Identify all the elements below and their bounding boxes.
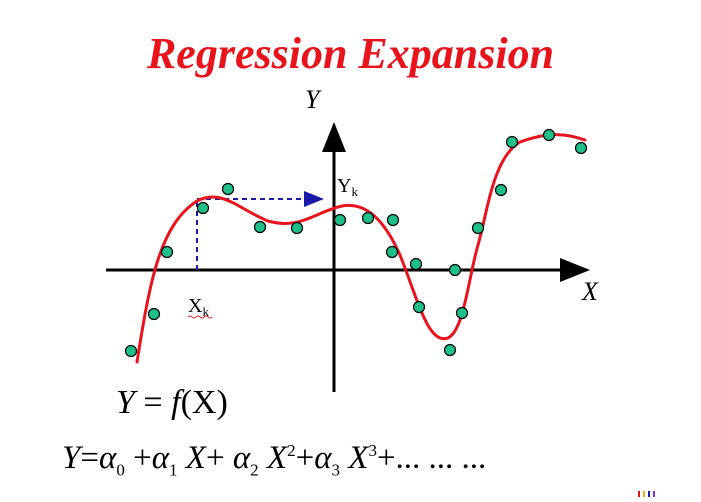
data-point [196,201,210,215]
data-point [542,128,556,142]
data-point [471,221,485,235]
equation-function: Y = f(X) [116,384,228,421]
data-point [124,344,138,358]
page-title: Regression Expansion [146,29,555,78]
data-point [505,135,519,149]
corner-decoration [638,484,662,497]
xk-spell-underline [187,315,213,319]
data-point [361,211,375,225]
data-point [333,213,347,227]
data-point [253,220,267,234]
xk-label: Xk [188,295,209,319]
data-point [494,183,508,197]
data-point [290,221,304,235]
data-point [147,307,161,321]
data-point [412,300,426,314]
data-point [385,245,399,259]
y-axis-label: Y [305,85,322,114]
data-point [574,141,588,155]
data-point [386,213,400,227]
data-point [221,182,235,196]
equation-expansion: Y=α0 +α1 X+ α2 X2+α3 X3+... ... ... [62,440,487,480]
data-point [443,343,457,357]
data-points [124,128,588,358]
data-point [409,257,423,271]
data-point [455,306,469,320]
data-point [160,245,174,259]
x-axis-label: X [581,277,599,306]
yk-label: Yk [337,175,358,199]
data-point [448,263,462,277]
regression-curve [135,133,587,364]
